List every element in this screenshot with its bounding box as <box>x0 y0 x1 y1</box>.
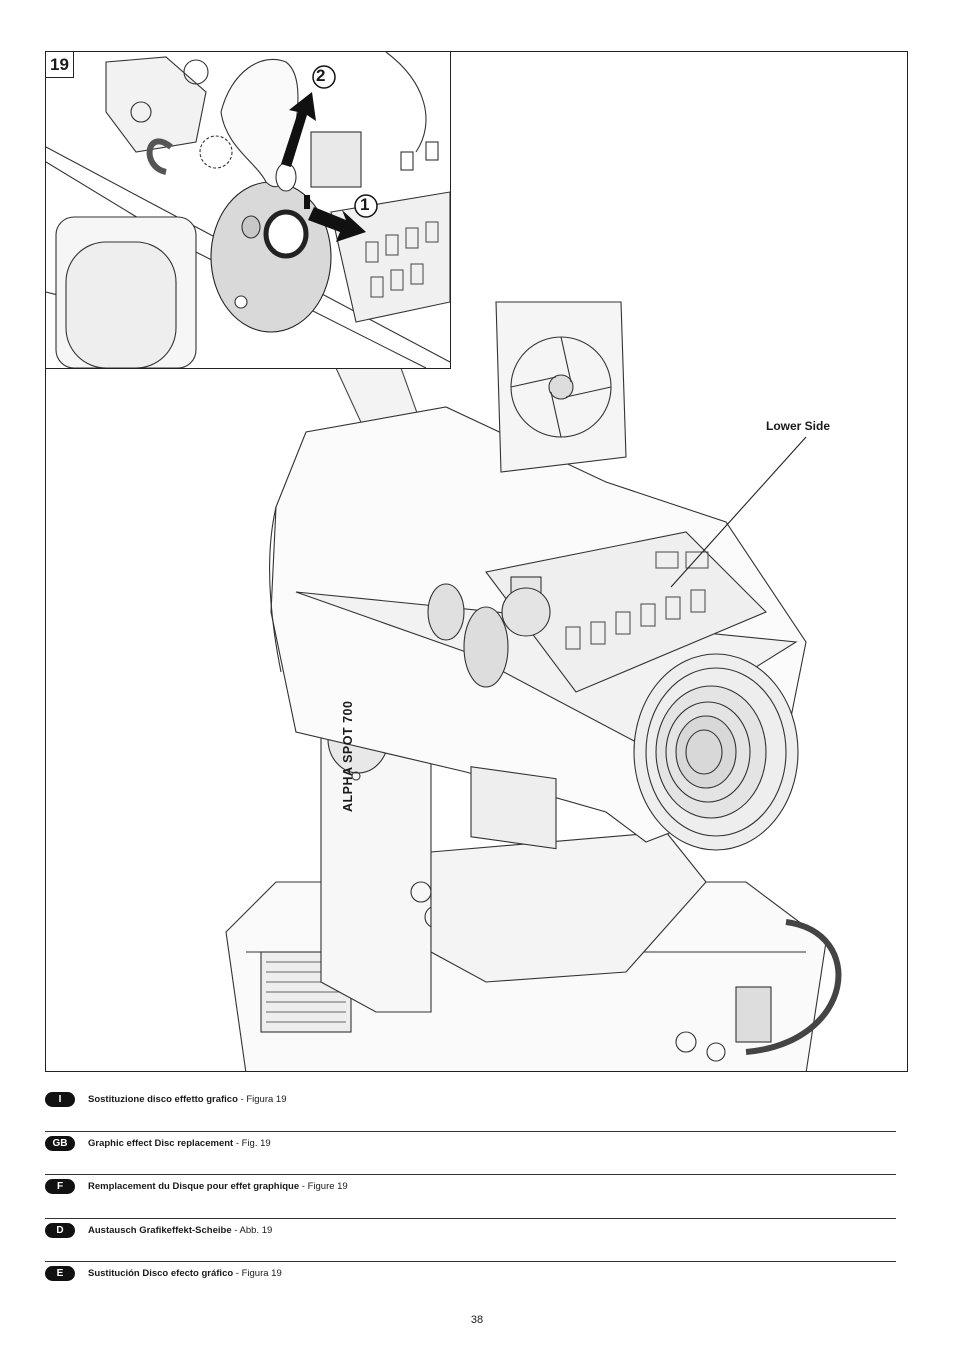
page-number: 38 <box>470 1314 484 1326</box>
caption-title: Sustitución Disco efecto gráfico <box>88 1268 234 1279</box>
language-caption-list: I Sostituzione disco effetto grafico - F… <box>45 1088 896 1306</box>
caption-row-german: D Austausch Grafikeffekt-Scheibe - Abb. … <box>45 1219 896 1262</box>
detail-inset: 2 1 <box>46 52 451 369</box>
caption-ref: - Abb. 19 <box>231 1224 273 1236</box>
caption-row-italian: I Sostituzione disco effetto grafico - F… <box>45 1088 896 1132</box>
figure-number: 19 <box>46 52 74 78</box>
caption-title: Remplacement du Disque pour effet graphi… <box>88 1181 300 1192</box>
step-2-label: 2 <box>316 66 326 85</box>
moving-head-illustration <box>225 301 842 1071</box>
disc-removal-detail <box>46 52 450 368</box>
language-badge: F <box>45 1179 75 1194</box>
caption-ref: - Figura 19 <box>237 1094 287 1105</box>
caption-text: Austausch Grafikeffekt-Scheibe - Abb. 19 <box>88 1225 272 1236</box>
caption-ref: - Figure 19 <box>299 1181 348 1192</box>
caption-row-spanish: E Sustitución Disco efecto gráfico - Fig… <box>45 1262 896 1306</box>
caption-ref: - Fig. 19 <box>233 1137 271 1149</box>
caption-title: Austausch Grafikeffekt-Scheibe <box>88 1224 232 1236</box>
caption-text: Remplacement du Disque pour effet graphi… <box>88 1181 348 1192</box>
caption-title: Sostituzione disco effetto grafico <box>88 1094 238 1105</box>
caption-ref: - Figura 19 <box>233 1268 282 1279</box>
caption-row-french: F Remplacement du Disque pour effet grap… <box>45 1175 896 1219</box>
language-badge: I <box>45 1092 75 1107</box>
caption-text: Sostituzione disco effetto grafico - Fig… <box>88 1094 286 1105</box>
caption-title: Graphic effect Disc replacement <box>88 1137 234 1149</box>
caption-text: Graphic effect Disc replacement - Fig. 1… <box>88 1138 271 1149</box>
language-badge: GB <box>45 1135 75 1151</box>
step-1-label: 1 <box>360 195 370 214</box>
caption-row-english: GB Graphic effect Disc replacement - Fig… <box>45 1132 896 1175</box>
product-label: ALPHA SPOT 700 <box>341 700 355 812</box>
caption-text: Sustitución Disco efecto gráfico - Figur… <box>88 1268 282 1279</box>
lower-side-callout: Lower Side <box>766 419 831 433</box>
figure-frame: 2 1 19 Lower Side ALPHA SPOT 700 <box>45 51 908 1072</box>
language-badge: E <box>45 1266 75 1281</box>
language-badge: D <box>45 1222 75 1238</box>
